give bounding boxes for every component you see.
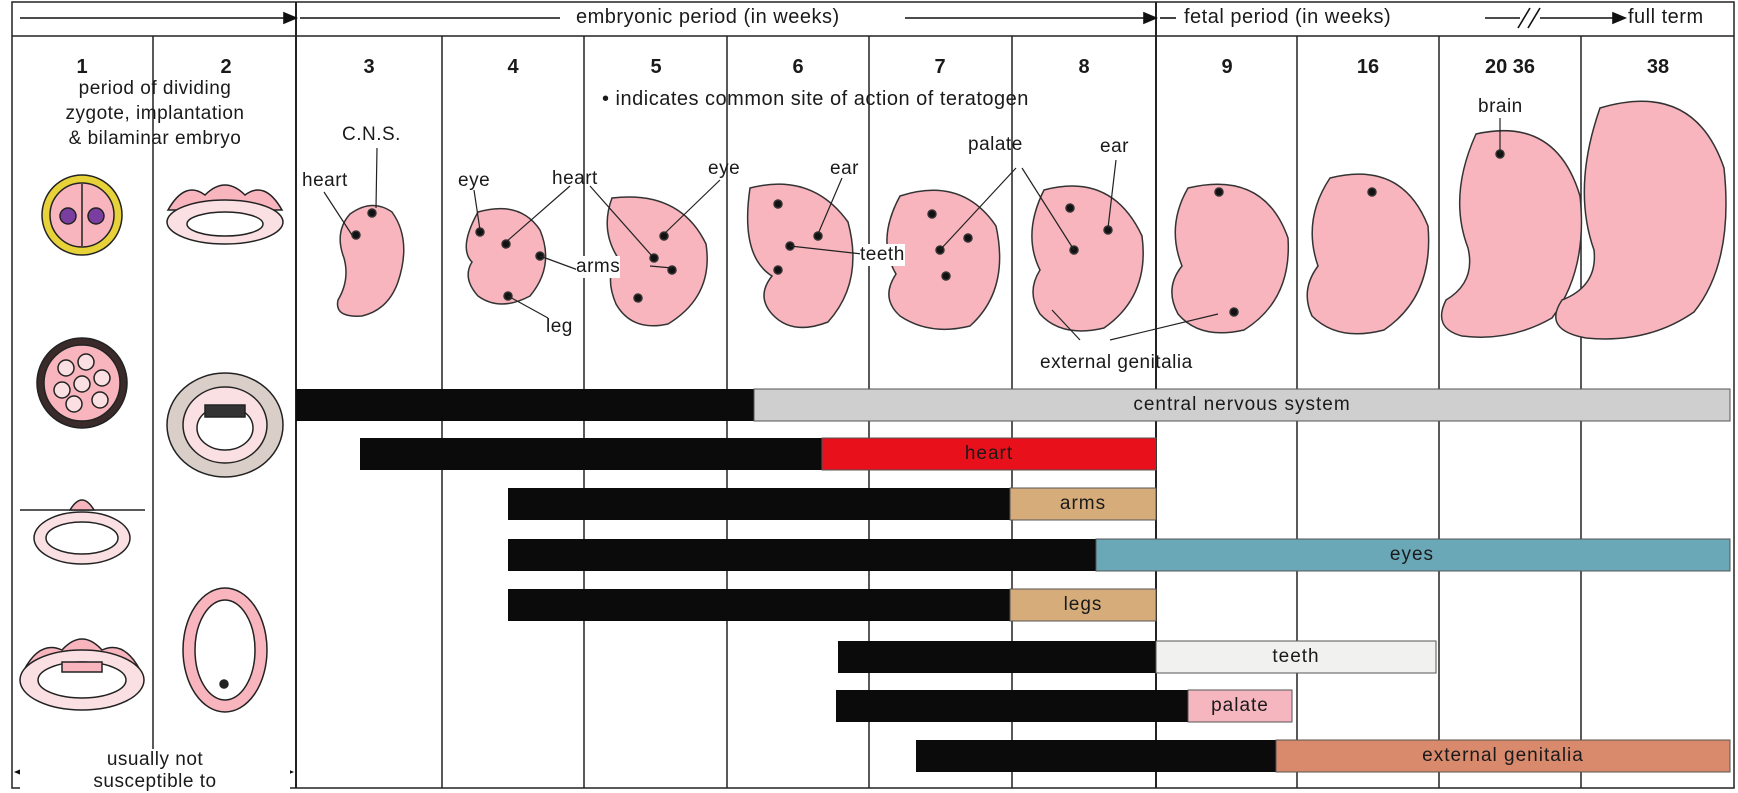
early-note-line-2: zygote, implantation xyxy=(20,103,290,125)
label-heart-week3: heart xyxy=(302,170,348,192)
zygote-two-cell-drawing xyxy=(42,175,122,255)
implantation-drawing-w2a xyxy=(167,185,283,244)
embryo-week-6 xyxy=(748,184,853,327)
early-note-line-1: period of dividing xyxy=(20,78,290,100)
bar-label-central-nervous-system: central nervous system xyxy=(754,389,1730,421)
bar-label-heart: heart xyxy=(822,438,1156,470)
label-leg: leg xyxy=(546,316,573,338)
column-week-7: 7 xyxy=(910,56,970,79)
label-eye-week4: eye xyxy=(458,170,490,192)
embryo-week-8 xyxy=(1032,186,1143,331)
bilaminar-disc-drawing xyxy=(20,639,144,710)
label-ear-week6: ear xyxy=(830,158,859,180)
label-cns: C.N.S. xyxy=(342,124,401,146)
column-week-2: 2 xyxy=(196,56,256,79)
column-week-6: 6 xyxy=(768,56,828,79)
early-note-line-3: & bilaminar embryo xyxy=(20,128,290,150)
label-ear-week8: ear xyxy=(1100,136,1129,158)
bar-external-genitalia-major-sensitivity xyxy=(916,740,1276,772)
bar-label-eyes: eyes xyxy=(1096,539,1728,571)
early-stage-drawings xyxy=(20,175,283,712)
column-week-5: 5 xyxy=(626,56,686,79)
column-week-1: 1 xyxy=(52,56,112,79)
bar-palate-major-sensitivity xyxy=(836,690,1188,722)
fetus-week-9 xyxy=(1172,184,1288,333)
morula-drawing xyxy=(37,338,127,428)
bar-eyes-major-sensitivity xyxy=(508,539,1096,571)
embryo-week-4 xyxy=(466,209,545,304)
column-week-16: 16 xyxy=(1338,56,1398,79)
teratogen-legend-note: • indicates common site of action of ter… xyxy=(602,88,1029,111)
embryo-week-5 xyxy=(607,197,707,326)
implantation-drawing-w2b xyxy=(167,373,283,477)
full-term-label: full term xyxy=(1628,6,1704,29)
fetal-period-label: fetal period (in weeks) xyxy=(1180,6,1395,29)
column-week-9: 9 xyxy=(1197,56,1257,79)
column-week-3: 3 xyxy=(339,56,399,79)
bar-label-arms: arms xyxy=(1010,488,1156,520)
label-palate: palate xyxy=(968,134,1023,156)
label-brain: brain xyxy=(1478,96,1523,118)
embryo-drawings xyxy=(338,101,1727,339)
bar-arms-major-sensitivity xyxy=(508,488,1010,520)
bar-teeth-major-sensitivity xyxy=(838,641,1156,673)
column-week-8: 8 xyxy=(1054,56,1114,79)
label-teeth: teeth xyxy=(860,244,905,266)
bar-label-external-genitalia: external genitalia xyxy=(1276,740,1730,772)
label-arms: arms xyxy=(576,256,620,278)
arrow-head-right xyxy=(284,13,296,23)
label-eye-week5: eye xyxy=(708,158,740,180)
bar-label-teeth: teeth xyxy=(1156,641,1436,673)
bar-heart-major-sensitivity xyxy=(360,438,822,470)
bar-label-legs: legs xyxy=(1010,589,1156,621)
chorionic-sac-drawing xyxy=(183,588,267,712)
bottom-note-line-2: susceptible to xyxy=(20,771,290,793)
bar-legs-major-sensitivity xyxy=(508,589,1010,621)
embryonic-period-label: embryonic period (in weeks) xyxy=(572,6,844,29)
blastocyst-implanting-drawing xyxy=(20,500,145,564)
label-external-genitalia: external genitalia xyxy=(1040,352,1193,374)
bar-label-palate: palate xyxy=(1188,690,1292,722)
label-heart-week4: heart xyxy=(552,168,598,190)
column-week-4: 4 xyxy=(483,56,543,79)
embryo-week-3 xyxy=(338,205,404,316)
bottom-note-line-1: usually not xyxy=(20,749,290,771)
column-week-20-36: 20 36 xyxy=(1480,56,1540,79)
column-week-38: 38 xyxy=(1628,56,1688,79)
fetus-week-16 xyxy=(1307,174,1428,334)
bar-central-nervous-system-major-sensitivity xyxy=(296,389,754,421)
